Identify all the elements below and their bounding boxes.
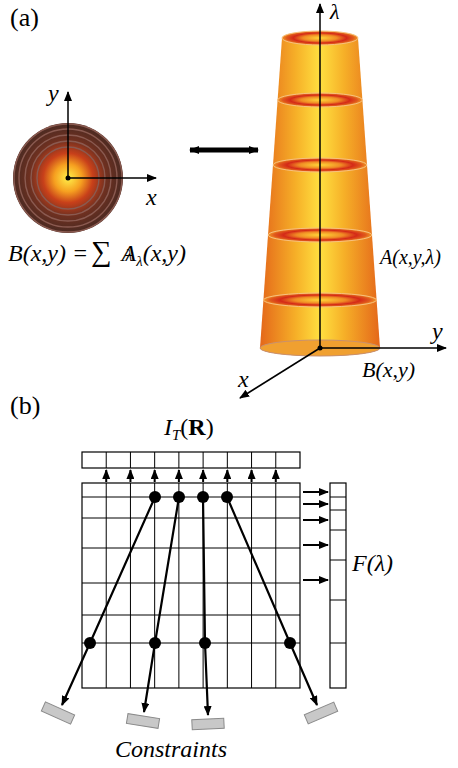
label-group: Constraints bbox=[115, 736, 227, 762]
label-text: ∑λ bbox=[91, 236, 118, 268]
label-text: B(x,y) = bbox=[8, 240, 88, 266]
label-text: Constraints bbox=[115, 736, 227, 762]
label-group: F(λ) bbox=[352, 550, 393, 576]
label-group: B(x,y) =∑λAλ(x,y) bbox=[8, 236, 186, 270]
label-text: A bbox=[122, 240, 137, 266]
label-text: B(x,y) bbox=[362, 357, 415, 382]
label-text: A(x,y,λ) bbox=[380, 246, 441, 268]
label-group: B(x,y) bbox=[362, 358, 415, 382]
label-group: y bbox=[432, 318, 443, 344]
label-text: I bbox=[164, 414, 172, 440]
label-text: R bbox=[188, 414, 205, 440]
label-text: (a) bbox=[10, 3, 39, 32]
label-group: (b) bbox=[10, 392, 40, 421]
label-group: IT(R) bbox=[164, 414, 214, 444]
label-text: F(λ) bbox=[352, 550, 393, 576]
label-group: λ bbox=[330, 0, 340, 24]
label-group: x bbox=[146, 184, 157, 210]
label-text: x bbox=[238, 366, 249, 392]
label-group: x bbox=[238, 366, 249, 392]
label-group: A(x,y,λ) bbox=[380, 246, 441, 268]
label-text: (x,y) bbox=[143, 240, 186, 266]
label-text: ( bbox=[180, 414, 188, 440]
label-text: T bbox=[172, 427, 180, 443]
label-text: λ bbox=[330, 0, 340, 24]
label-text: y bbox=[48, 80, 59, 106]
label-group: (a) bbox=[10, 4, 39, 33]
label-text: (b) bbox=[10, 391, 40, 420]
label-text: x bbox=[146, 184, 157, 210]
label-text: y bbox=[432, 318, 443, 344]
label-text: ) bbox=[206, 414, 214, 440]
label-text: λ bbox=[136, 253, 142, 269]
label-group: y bbox=[48, 80, 59, 106]
